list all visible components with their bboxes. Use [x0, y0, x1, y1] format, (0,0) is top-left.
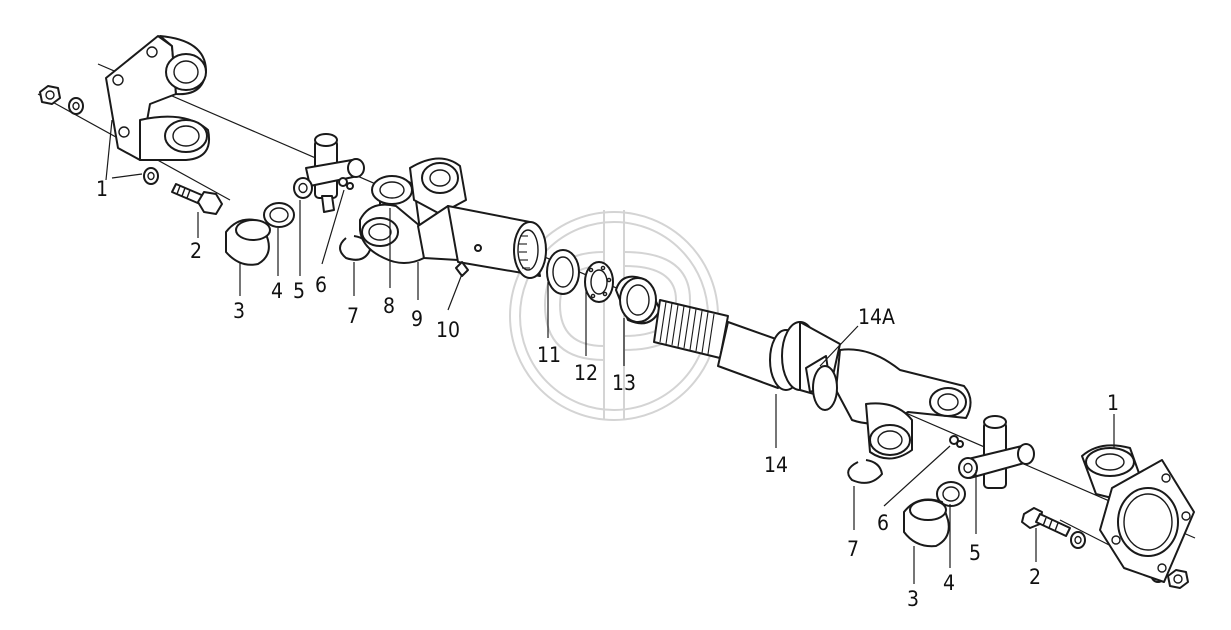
callout-5-right: 5: [969, 541, 981, 565]
splined-shaft: [653, 299, 841, 399]
left-bearing-cup: [225, 218, 271, 266]
left-slip-yoke: [359, 157, 467, 264]
callout-2-right: 2: [1029, 565, 1041, 589]
right-bolt: [1021, 507, 1086, 549]
callout-labels: 1 2 3 4 5 6 7 8 9 10 11 12 13 14A 14 1 7…: [96, 177, 1119, 611]
callout-3-left: 3: [233, 299, 245, 323]
slip-seal: [546, 249, 580, 295]
watermark-logo: [509, 210, 719, 421]
callout-4-left: 4: [271, 279, 283, 303]
callout-6-left: 6: [315, 273, 327, 297]
callout-3-right: 3: [907, 587, 919, 611]
right-grease-fitting: [949, 435, 964, 448]
callout-14: 14: [764, 453, 788, 477]
left-tube: [447, 205, 547, 279]
callout-7-right: 7: [847, 537, 859, 561]
callout-14A: 14A: [858, 305, 895, 329]
left-cross-spider: [293, 133, 365, 213]
callout-9: 9: [411, 307, 423, 331]
right-flange-yoke: [1081, 444, 1195, 583]
right-cross-spider: [958, 415, 1035, 489]
callout-11: 11: [537, 343, 561, 367]
left-nut-washer: [39, 85, 159, 185]
shaft-axis-line: [37, 63, 1196, 577]
callout-6-right: 6: [877, 511, 889, 535]
left-bolt: [171, 183, 223, 215]
callout-10: 10: [436, 318, 460, 342]
callout-1-right: 1: [1107, 391, 1119, 415]
leader-lines: [105, 119, 1115, 584]
tube-grease-nipple: [455, 244, 482, 277]
right-snap-ring: [847, 459, 883, 484]
right-seal-ring: [936, 481, 966, 507]
callout-2-left: 2: [190, 239, 202, 263]
left-flange-yoke: [105, 35, 210, 161]
right-bearing-cup: [903, 498, 950, 548]
callout-12: 12: [574, 361, 598, 385]
callout-13: 13: [612, 371, 636, 395]
slip-washer: [584, 261, 614, 303]
callout-7-left: 7: [347, 304, 359, 328]
callout-1-left: 1: [96, 177, 108, 201]
left-grease-fitting: [338, 177, 354, 190]
dust-cap: [615, 275, 661, 325]
right-slip-yoke: [812, 348, 972, 460]
callout-4-right: 4: [943, 571, 955, 595]
callout-8: 8: [383, 294, 395, 318]
left-seal-ring: [263, 202, 295, 228]
callout-5-left: 5: [293, 279, 305, 303]
